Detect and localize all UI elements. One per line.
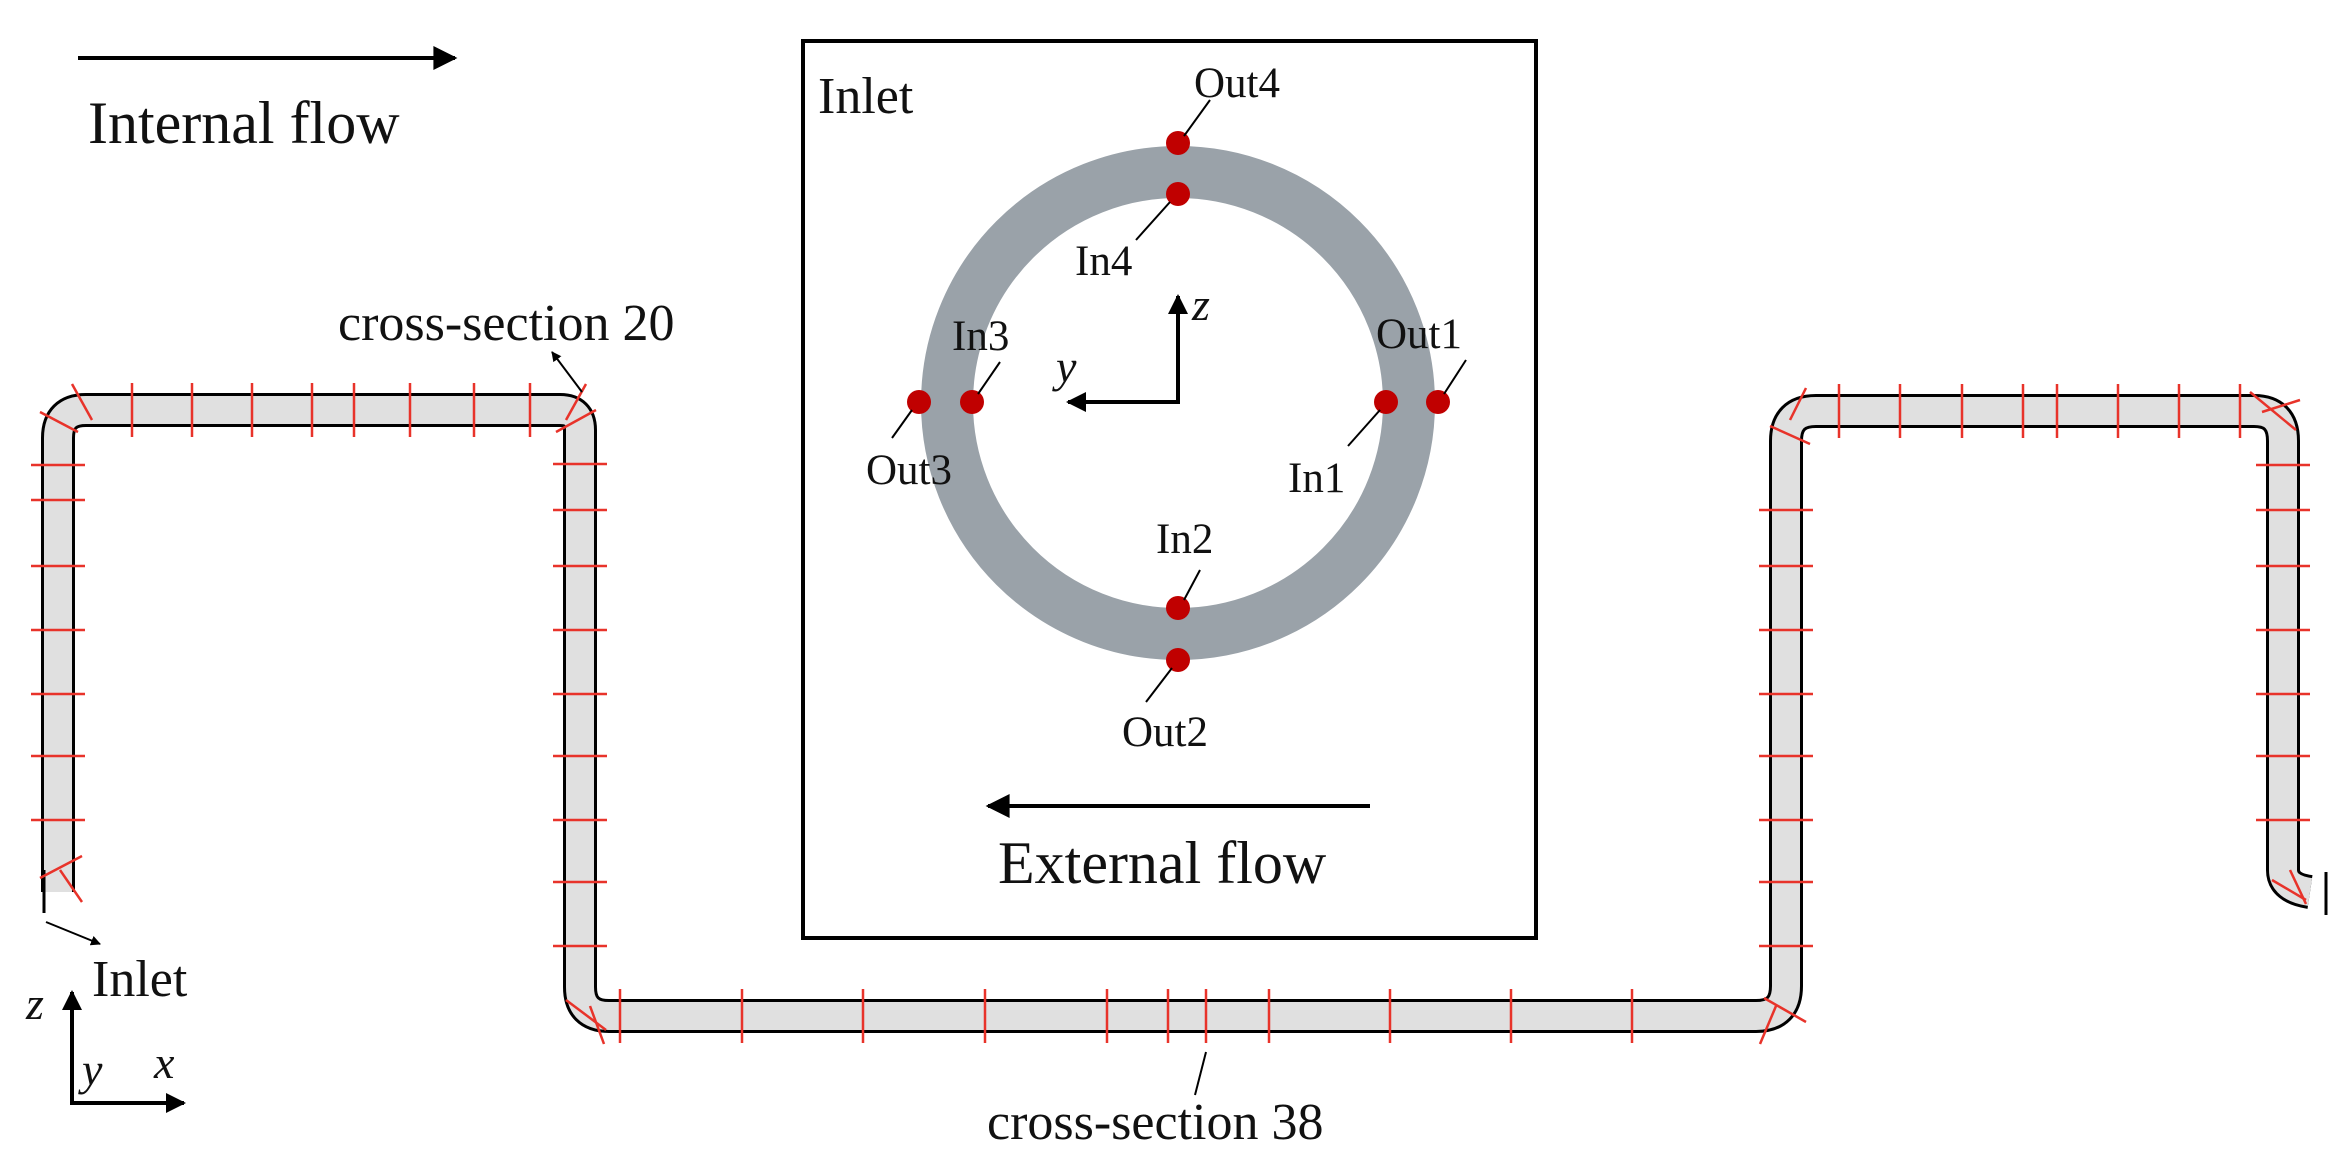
global-y-label: y <box>78 1044 103 1095</box>
point-out2 <box>1166 648 1190 672</box>
cross-section-20-label: cross-section 20 <box>338 295 674 352</box>
cross-section-mark <box>2261 398 2301 414</box>
external-flow-label: External flow <box>998 830 1327 896</box>
cross-section-mark <box>39 410 79 434</box>
cross-section-mark <box>2249 391 2297 431</box>
cross-section-mark <box>564 383 588 421</box>
cross-section-mark <box>1788 387 1808 421</box>
inlet-pipe-label: Inlet <box>92 951 188 1008</box>
label-out1: Out1 <box>1376 311 1462 358</box>
cross-section-mark <box>58 869 84 903</box>
cross-section-mark <box>588 1005 606 1045</box>
point-in1 <box>1374 390 1398 414</box>
cross-section-38-label: cross-section 38 <box>987 1094 1323 1151</box>
cross-section-20-pointer <box>551 351 583 393</box>
cross-section-mark <box>39 854 83 880</box>
inset-title: Inlet <box>818 68 914 125</box>
label-out3: Out3 <box>866 447 952 494</box>
label-in3: In3 <box>952 313 1009 360</box>
cross-section-mark <box>2288 869 2308 905</box>
cross-section-marks <box>31 383 2310 1045</box>
cross-section-mark <box>2271 878 2307 902</box>
label-in2: In2 <box>1156 516 1213 563</box>
point-in2 <box>1166 596 1190 620</box>
label-out2: Out2 <box>1122 709 1208 756</box>
cross-section-mark <box>1763 996 1807 1024</box>
internal-flow-label: Internal flow <box>88 90 400 156</box>
annulus-ring <box>921 146 1435 660</box>
monitor-points <box>907 131 1450 672</box>
cross-section-38-pointer <box>1194 1051 1207 1096</box>
label-out4: Out4 <box>1194 60 1280 107</box>
cross-section-mark <box>70 383 94 421</box>
global-z-label: z <box>25 978 44 1029</box>
cross-section-mark <box>555 408 597 434</box>
point-in4 <box>1166 182 1190 206</box>
point-leaders <box>891 99 1467 703</box>
label-in4: In4 <box>1075 238 1132 285</box>
point-out4 <box>1166 131 1190 155</box>
inlet-inset: Inlet z y O <box>801 39 1538 940</box>
inset-z-label: z <box>1191 279 1210 330</box>
point-in3 <box>960 390 984 414</box>
label-in1: In1 <box>1288 455 1345 502</box>
cross-section-mark <box>565 999 607 1031</box>
global-axes: z y x <box>25 978 186 1113</box>
cross-section-mark <box>1769 424 1811 446</box>
point-out3 <box>907 390 931 414</box>
inlet-pointer <box>45 921 101 946</box>
global-x-label: x <box>153 1037 175 1088</box>
point-out1 <box>1426 390 1450 414</box>
inset-y-label: y <box>1052 341 1077 392</box>
cross-section-mark <box>1758 1005 1778 1045</box>
pipe-fill <box>44 396 2313 1030</box>
